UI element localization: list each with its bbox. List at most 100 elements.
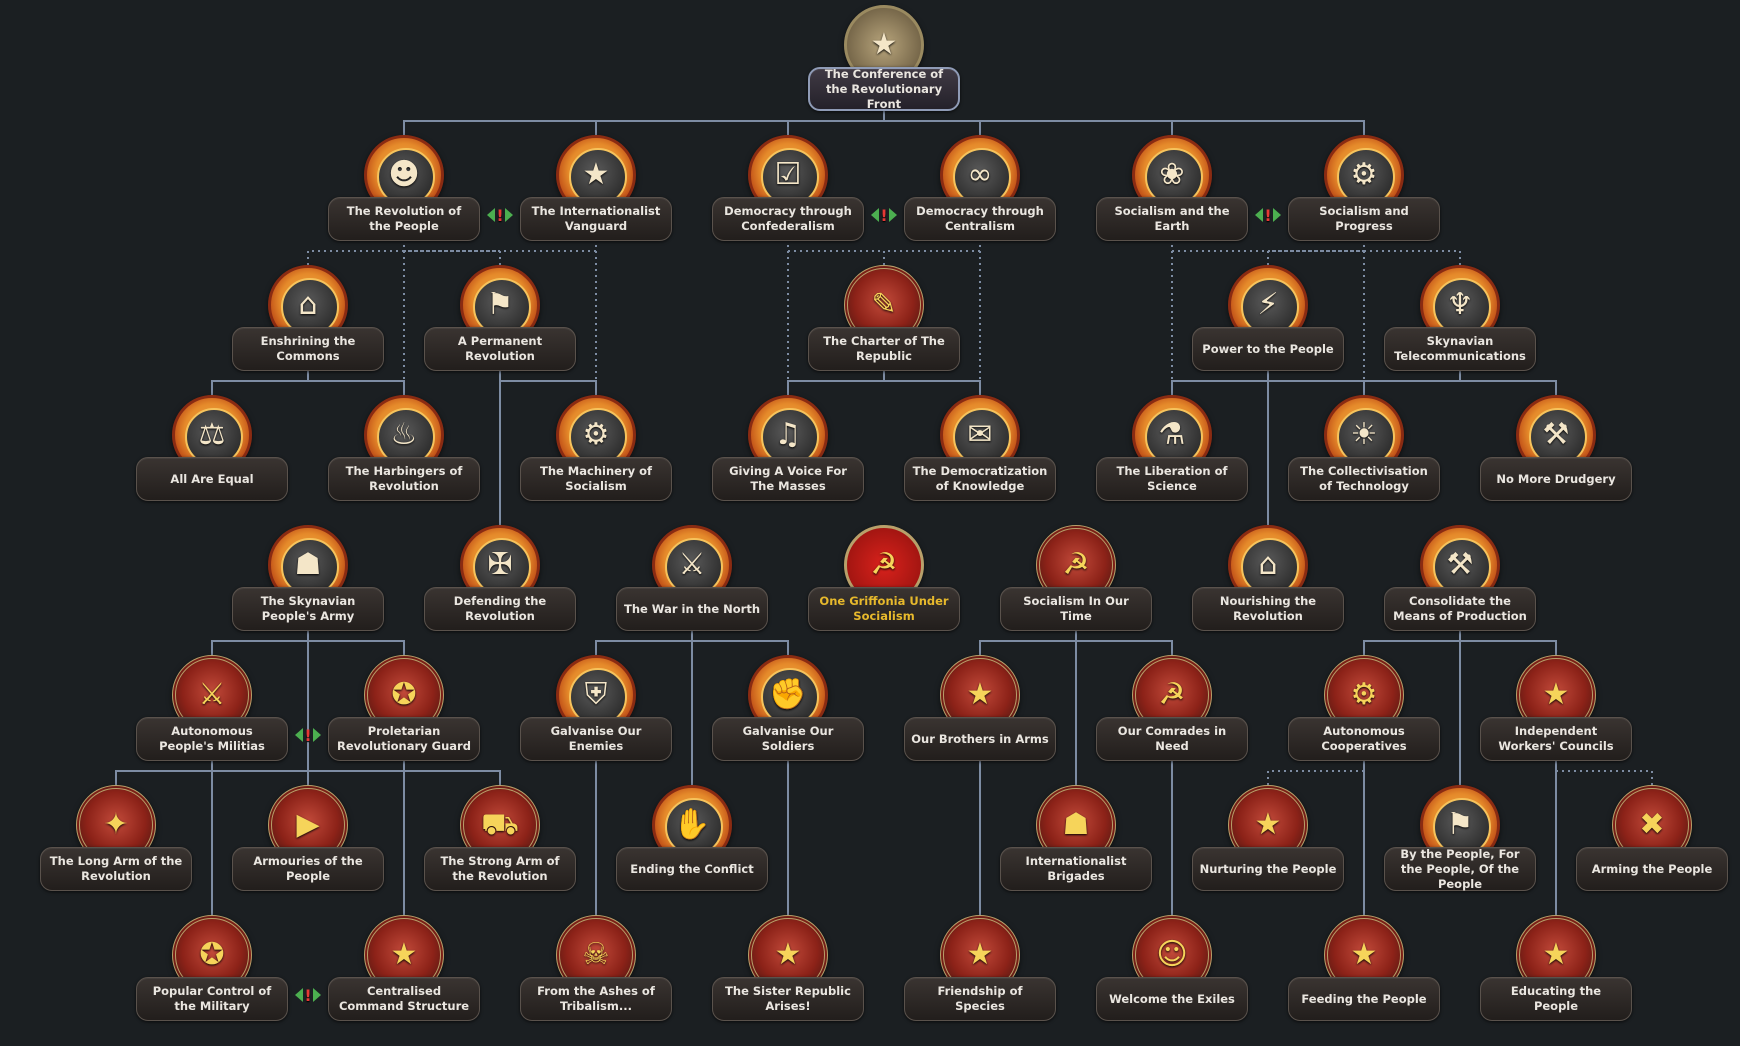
arrow-right-icon: [312, 988, 321, 1002]
focus-icon-glyph: ♨: [390, 417, 418, 452]
focus-label: Friendship of Species: [904, 977, 1056, 1021]
focus-welcome-exiles[interactable]: ☺Welcome the Exiles: [1092, 915, 1252, 1025]
focus-popular-control[interactable]: ✪Popular Control of the Military: [132, 915, 292, 1025]
focus-comrades[interactable]: ☭ Our Comrades in Need: [1092, 655, 1252, 765]
focus-educating-people[interactable]: ★Educating the People: [1476, 915, 1636, 1025]
exclamation-icon: !: [1264, 205, 1272, 225]
focus-soc-our-time[interactable]: ☭Socialism In Our Time: [996, 525, 1156, 635]
focus-label: Socialism and the Earth: [1096, 197, 1248, 241]
focus-demo-central[interactable]: ∞Democracy through Centralism: [900, 135, 1060, 245]
focus-label: Ending the Conflict: [616, 847, 768, 891]
focus-label: Democracy through Centralism: [904, 197, 1056, 241]
focus-soc-earth[interactable]: ❀Socialism and the Earth: [1092, 135, 1252, 245]
focus-label: All Are Equal: [136, 457, 288, 501]
focus-icon-glyph: ⚔: [198, 677, 226, 712]
focus-ind-councils[interactable]: ★Independent Workers' Councils: [1476, 655, 1636, 765]
focus-brothers[interactable]: ★Our Brothers in Arms: [900, 655, 1060, 765]
focus-auto-militias[interactable]: ⚔Autonomous People's Militias: [132, 655, 292, 765]
focus-icon-glyph: ☀: [1350, 417, 1378, 452]
arrow-left-icon: [295, 988, 304, 1002]
focus-galv-enemies[interactable]: ⛨Galvanise Our Enemies: [516, 655, 676, 765]
focus-harbingers[interactable]: ♨The Harbingers of Revolution: [324, 395, 484, 505]
focus-icon-glyph: ⚒: [1542, 417, 1570, 452]
focus-feeding-people[interactable]: ★Feeding the People: [1284, 915, 1444, 1025]
arrow-left-icon: [871, 208, 880, 222]
focus-icon-glyph: ☭: [1158, 677, 1186, 712]
focus-ending-conflict[interactable]: ✋ Ending the Conflict: [612, 785, 772, 895]
exclamation-icon: !: [880, 205, 888, 225]
mutually-exclusive-icon: !: [485, 204, 515, 226]
focus-icon-glyph: ✎: [871, 287, 897, 322]
focus-nourish[interactable]: ⌂Nourishing the Revolution: [1188, 525, 1348, 635]
focus-enshrine[interactable]: ⌂ Enshrining the Commons: [228, 265, 388, 375]
focus-machinery[interactable]: ⚙The Machinery of Socialism: [516, 395, 676, 505]
focus-nurturing[interactable]: ★Nurturing the People: [1188, 785, 1348, 895]
focus-label: Giving A Voice For The Masses: [712, 457, 864, 501]
focus-intl-brigades[interactable]: ☗Internationalist Brigades: [996, 785, 1156, 895]
focus-long-arm[interactable]: ✦The Long Arm of the Revolution: [36, 785, 196, 895]
focus-root[interactable]: ★The Conference of the Revolutionary Fro…: [804, 5, 964, 115]
focus-demo-confed[interactable]: ☑Democracy through Confederalism: [708, 135, 868, 245]
focus-power-people[interactable]: ⚡Power to the People: [1188, 265, 1348, 375]
focus-democ-knowledge[interactable]: ✉The Democratization of Knowledge: [900, 395, 1060, 505]
focus-icon-glyph: ✪: [391, 677, 417, 712]
focus-charter[interactable]: ✎The Charter of The Republic: [804, 265, 964, 375]
focus-defend-rev[interactable]: ✠Defending the Revolution: [420, 525, 580, 635]
focus-by-people[interactable]: ⚑By the People, For the People, Of the P…: [1380, 785, 1540, 895]
focus-ashes-tribalism[interactable]: ☠From the Ashes of Tribalism...: [516, 915, 676, 1025]
focus-label: Our Brothers in Arms: [904, 717, 1056, 761]
focus-label: Our Comrades in Need: [1096, 717, 1248, 761]
focus-telecom[interactable]: ♆Skynavian Telecommunications: [1380, 265, 1540, 375]
focus-label: Enshrining the Commons: [232, 327, 384, 371]
focus-griffonia[interactable]: ☭One Griffonia Under Socialism: [804, 525, 964, 635]
focus-icon-glyph: ★: [1254, 807, 1282, 842]
focus-icon-glyph: ⚒: [1446, 547, 1474, 582]
focus-icon-glyph: ⛨: [584, 677, 608, 712]
focus-arming-people[interactable]: ✖Arming the People: [1572, 785, 1732, 895]
focus-label: Independent Workers' Councils: [1480, 717, 1632, 761]
focus-war-north[interactable]: ⚔The War in the North: [612, 525, 772, 635]
focus-intl-vanguard[interactable]: ★The Internationalist Vanguard: [516, 135, 676, 245]
focus-label: Nourishing the Revolution: [1192, 587, 1344, 631]
focus-label: Autonomous Cooperatives: [1288, 717, 1440, 761]
focus-icon-glyph: ⚗: [1158, 417, 1186, 452]
focus-perm-rev[interactable]: ⚑A Permanent Revolution: [420, 265, 580, 375]
focus-sister-republic[interactable]: ★The Sister Republic Arises!: [708, 915, 868, 1025]
focus-icon-glyph: ✉: [967, 417, 993, 452]
focus-auto-coop[interactable]: ⚙Autonomous Cooperatives: [1284, 655, 1444, 765]
focus-lib-science[interactable]: ⚗The Liberation of Science: [1092, 395, 1252, 505]
arrow-right-icon: [504, 208, 513, 222]
focus-voice-masses[interactable]: ♫ Giving A Voice For The Masses: [708, 395, 868, 505]
focus-label: Popular Control of the Military: [136, 977, 288, 1021]
focus-label: Feeding the People: [1288, 977, 1440, 1021]
focus-icon-glyph: ☗: [294, 547, 322, 582]
focus-central-command[interactable]: ★Centralised Command Structure: [324, 915, 484, 1025]
focus-galv-soldiers[interactable]: ✊Galvanise Our Soldiers: [708, 655, 868, 765]
focus-label: From the Ashes of Tribalism...: [520, 977, 672, 1021]
focus-icon-glyph: ✋: [673, 807, 711, 842]
focus-label: Galvanise Our Soldiers: [712, 717, 864, 761]
focus-consolidate[interactable]: ⚒Consolidate the Means of Production: [1380, 525, 1540, 635]
focus-icon-glyph: ☭: [1062, 547, 1090, 582]
focus-icon-glyph: ⚙: [582, 417, 610, 452]
focus-collect-tech[interactable]: ☀The Collectivisation of Technology: [1284, 395, 1444, 505]
focus-all-equal[interactable]: ⚖All Are Equal: [132, 395, 292, 505]
focus-rev-people[interactable]: ☻The Revolution of the People: [324, 135, 484, 245]
focus-skyn-army[interactable]: ☗The Skynavian People's Army: [228, 525, 388, 635]
focus-prol-guard[interactable]: ✪Proletarian Revolutionary Guard: [324, 655, 484, 765]
focus-label: One Griffonia Under Socialism: [808, 587, 960, 631]
focus-armouries[interactable]: ▶Armouries of the People: [228, 785, 388, 895]
focus-label: The War in the North: [616, 587, 768, 631]
focus-icon-glyph: ♫: [774, 417, 802, 452]
arrow-left-icon: [1255, 208, 1264, 222]
focus-label: Defending the Revolution: [424, 587, 576, 631]
focus-friendship-species[interactable]: ★Friendship of Species: [900, 915, 1060, 1025]
focus-strong-arm[interactable]: ⛟The Strong Arm of the Revolution: [420, 785, 580, 895]
focus-label: Democracy through Confederalism: [712, 197, 864, 241]
focus-icon-glyph: ★: [1542, 937, 1570, 972]
focus-icon-glyph: ☻: [388, 157, 420, 192]
focus-soc-progress[interactable]: ⚙Socialism and Progress: [1284, 135, 1444, 245]
focus-label: By the People, For the People, Of the Pe…: [1384, 847, 1536, 891]
focus-icon-glyph: ⌂: [298, 287, 318, 322]
focus-no-drudgery[interactable]: ⚒No More Drudgery: [1476, 395, 1636, 505]
